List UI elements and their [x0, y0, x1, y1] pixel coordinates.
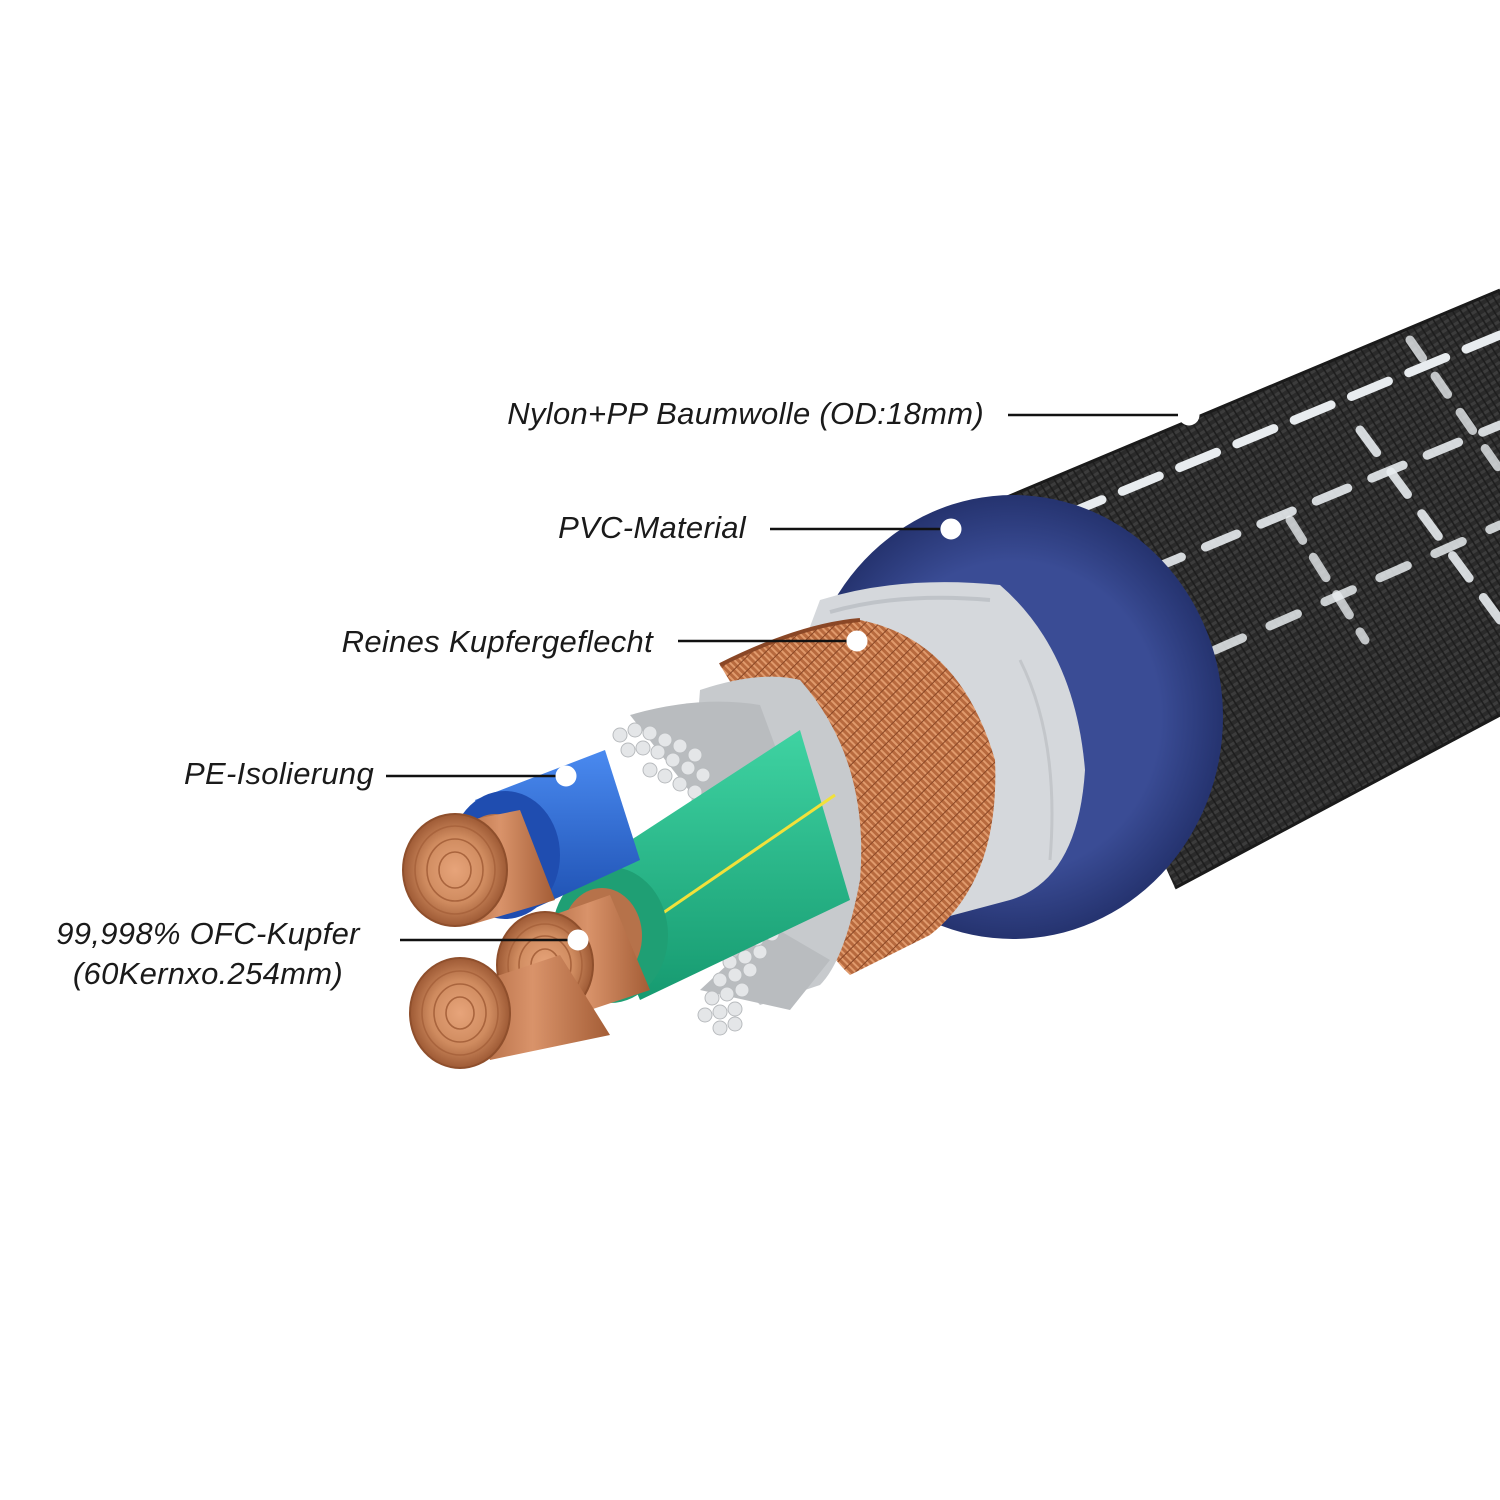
marker-braid: [846, 630, 868, 652]
label-pvc: PVC-Material: [558, 510, 746, 545]
label-braid: Reines Kupfergeflecht: [341, 624, 653, 659]
marker-pvc: [940, 518, 962, 540]
label-insulation: PE-Isolierung: [184, 756, 374, 791]
label-copper-line2: (60Kernxo.254mm): [72, 956, 344, 991]
callout-markers: [555, 404, 1200, 951]
label-jacket: Nylon+PP Baumwolle (OD:18mm): [507, 396, 984, 431]
marker-jacket: [1178, 404, 1200, 426]
label-copper-line1: 99,998% OFC-Kupfer: [56, 916, 360, 951]
label-copper: 99,998% OFC-Kupfer (60Kernxo.254mm): [38, 914, 378, 994]
marker-copper: [567, 929, 589, 951]
marker-insulation: [555, 765, 577, 787]
callout-leaders: [386, 413, 1178, 942]
